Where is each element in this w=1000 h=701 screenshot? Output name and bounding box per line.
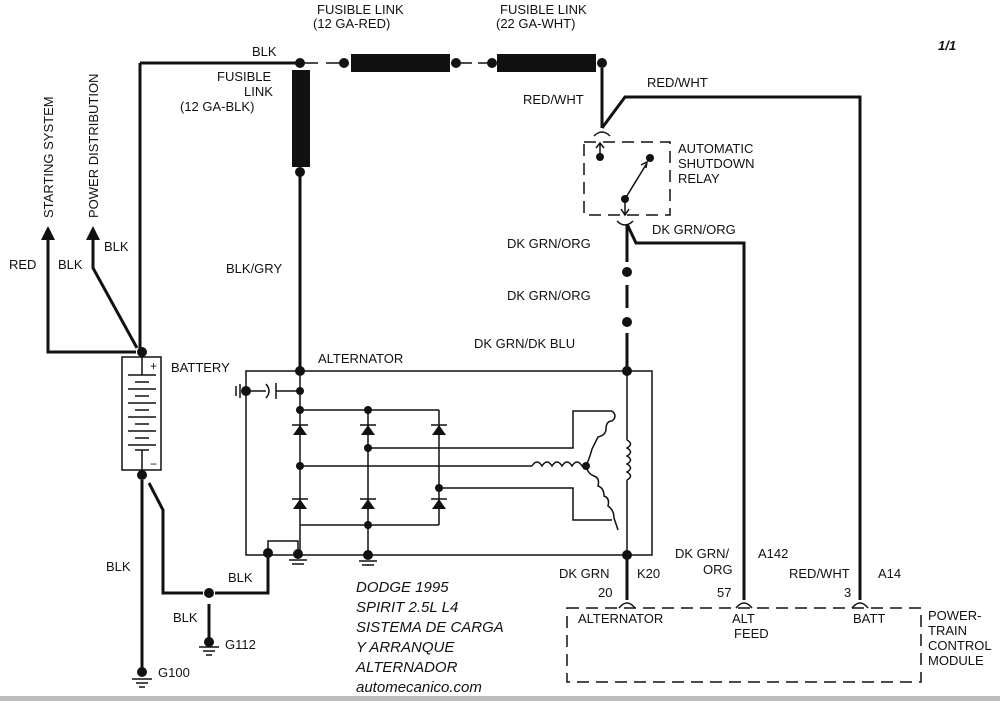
page-indicator: 1/1 (938, 38, 956, 53)
fusible-link-blk-label-3: (12 GA-BLK) (180, 99, 254, 114)
powertrain-control-module (566, 602, 922, 683)
wire-label-red-wht-left: RED/WHT (523, 92, 584, 107)
wire-label-red-wht-top: RED/WHT (647, 75, 708, 90)
fusible-link-red-label-2: (12 GA-RED) (313, 16, 390, 31)
fusible-link-wht-label-1: FUSIBLE LINK (500, 2, 587, 17)
title-line-1: DODGE 1995 (356, 579, 449, 596)
wire-label-k20: K20 (637, 566, 660, 581)
wire-label-dk-grn-dk-blu: DK GRN/DK BLU (474, 336, 575, 351)
title-line-4: Y ARRANQUE (356, 639, 455, 656)
ground-g112-label: G112 (225, 637, 256, 652)
battery-label: BATTERY (171, 360, 230, 375)
asd-relay-label-3: RELAY (678, 171, 720, 186)
wire-label-a142: A142 (758, 546, 788, 561)
pcm-label-1: POWER- (928, 608, 981, 623)
pcm-pin-alternator-label: ALTERNATOR (578, 611, 663, 626)
bottom-border (0, 696, 1000, 701)
ground-wires (132, 480, 270, 688)
pcm-label-2: TRAIN (928, 623, 967, 638)
title-line-3: SISTEMA DE CARGA (356, 619, 504, 636)
fusible-link-blk-label-2: LINK (244, 84, 273, 99)
fusible-link-wht-label-2: (22 GA-WHT) (496, 16, 575, 31)
fusible-link-12ga-blk (292, 70, 310, 167)
wire-label-blk-gry: BLK/GRY (226, 261, 282, 276)
battery-minus-sign: − (150, 457, 157, 471)
output-power-distribution: POWER DISTRIBUTION (86, 74, 101, 218)
wire-label-dk-grn-org-pcm-2: ORG (703, 562, 733, 577)
wire-label-blk-top: BLK (252, 44, 277, 59)
ground-g100-label: G100 (158, 665, 190, 680)
wire-label-blk-ground-main: BLK (106, 559, 131, 574)
diode-icon (360, 424, 376, 435)
wire-label-red-start: RED (9, 257, 36, 272)
battery-plus-sign: + (150, 359, 157, 373)
diode-icon (292, 498, 308, 509)
asd-relay (583, 68, 862, 600)
alternator (235, 366, 653, 566)
pcm-label-4: MODULE (928, 653, 984, 668)
fusible-link-red-label-1: FUSIBLE LINK (317, 2, 404, 17)
wire-label-dk-grn: DK GRN (559, 566, 610, 581)
wire-label-dk-grn-org-3: DK GRN/ORG (507, 288, 591, 303)
wire-label-red-wht-pcm: RED/WHT (789, 566, 850, 581)
wire-label-blk-pd-left: BLK (58, 257, 83, 272)
fusible-link-22ga-wht (497, 54, 596, 72)
wire-label-blk-g112: BLK (173, 610, 198, 625)
wire-label-dk-grn-org-1: DK GRN/ORG (652, 222, 736, 237)
fusible-link-12ga-red (351, 54, 450, 72)
power-distribution-arrow-icon (86, 226, 100, 240)
output-wires (41, 63, 142, 354)
wire-label-blk-pd-right: BLK (104, 239, 129, 254)
pcm-label-3: CONTROL (928, 638, 992, 653)
wire-label-dk-grn-org-2: DK GRN/ORG (507, 236, 591, 251)
title-line-5: ALTERNADOR (355, 659, 458, 676)
pcm-pin-feed-label: FEED (734, 626, 769, 641)
battery (121, 347, 162, 480)
diode-icon (292, 424, 308, 435)
pcm-pin-batt-label: BATT (853, 611, 885, 626)
diode-icon (431, 498, 447, 509)
wire-label-dk-grn-org-pcm-1: DK GRN/ (675, 546, 730, 561)
fusible-link-top-run (140, 54, 607, 371)
title-line-6: automecanico.com (356, 679, 482, 696)
wire-label-a14: A14 (878, 566, 901, 581)
fusible-link-blk-label-1: FUSIBLE (217, 69, 272, 84)
pcm-pin-57-number: 57 (717, 585, 731, 600)
title-line-2: SPIRIT 2.5L L4 (356, 599, 458, 616)
pcm-pin-3-number: 3 (844, 585, 851, 600)
asd-relay-label-1: AUTOMATIC (678, 141, 753, 156)
diode-icon (360, 498, 376, 509)
diode-icon (431, 424, 447, 435)
alternator-label: ALTERNATOR (318, 351, 403, 366)
pcm-pin-alt-label: ALT (732, 611, 755, 626)
asd-relay-label-2: SHUTDOWN (678, 156, 755, 171)
pcm-pin-20-number: 20 (598, 585, 612, 600)
starting-system-arrow-icon (41, 226, 55, 240)
output-starting-system: STARTING SYSTEM (41, 96, 56, 218)
wire-label-blk-alt-ground: BLK (228, 570, 253, 585)
